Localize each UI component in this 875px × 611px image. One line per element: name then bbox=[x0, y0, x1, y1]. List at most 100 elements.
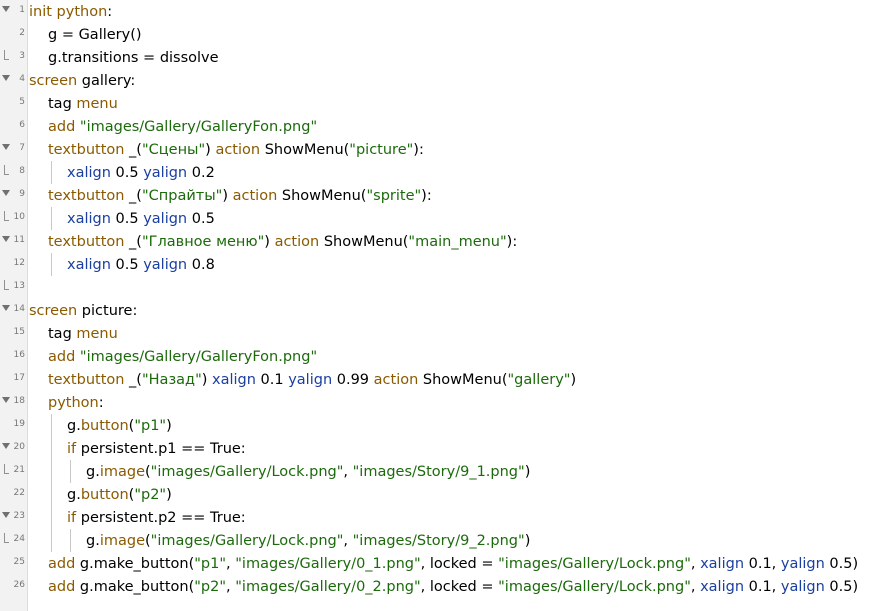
code-line[interactable]: 13 bbox=[0, 276, 875, 299]
code-text: g.button("p2") bbox=[67, 483, 172, 506]
code-token: : bbox=[98, 394, 104, 411]
code-token: "p2" bbox=[134, 486, 167, 503]
fold-triangle-icon[interactable] bbox=[2, 443, 10, 449]
gutter-cell: 21 bbox=[0, 460, 27, 483]
gutter-cell: 14 bbox=[0, 299, 27, 322]
code-token: ) bbox=[201, 371, 213, 388]
line-number: 20 bbox=[13, 442, 25, 452]
indent-guide bbox=[70, 460, 71, 483]
code-token: 0.5) bbox=[824, 555, 859, 572]
fold-triangle-icon[interactable] bbox=[2, 397, 10, 403]
fold-triangle-icon[interactable] bbox=[2, 512, 10, 518]
code-token: "p2" bbox=[194, 578, 227, 595]
fold-triangle-icon[interactable] bbox=[2, 144, 10, 150]
line-number: 9 bbox=[19, 189, 25, 199]
fold-triangle-icon[interactable] bbox=[2, 6, 10, 12]
fold-triangle-icon[interactable] bbox=[2, 236, 10, 242]
fold-triangle-icon[interactable] bbox=[2, 75, 10, 81]
code-token: action bbox=[215, 141, 261, 158]
code-token: menu bbox=[71, 325, 118, 342]
fold-end-icon bbox=[4, 280, 9, 290]
line-number: 17 bbox=[13, 373, 25, 383]
code-token: 0.1 bbox=[255, 371, 289, 388]
fold-triangle-icon[interactable] bbox=[2, 305, 10, 311]
code-text: if persistent.p1 == True: bbox=[67, 437, 246, 460]
code-line[interactable]: 20 if persistent.p1 == True: bbox=[0, 437, 875, 460]
code-token: "p1" bbox=[134, 417, 167, 434]
line-number: 10 bbox=[13, 212, 25, 222]
indent-guide bbox=[51, 437, 52, 460]
code-token: "images/Gallery/GalleryFon.png" bbox=[79, 118, 318, 135]
code-line[interactable]: 5 tag menu bbox=[0, 92, 875, 115]
code-token: "Сцены" bbox=[141, 141, 206, 158]
code-token: 0.99 bbox=[332, 371, 374, 388]
code-text: if persistent.p2 == True: bbox=[67, 506, 246, 529]
code-text: add "images/Gallery/GalleryFon.png" bbox=[48, 115, 317, 138]
code-token: "images/Gallery/Lock.png" bbox=[498, 555, 691, 572]
code-token: yalign bbox=[780, 578, 825, 595]
line-number: 1 bbox=[19, 5, 25, 15]
code-token: ) bbox=[205, 141, 216, 158]
code-token: image bbox=[99, 463, 145, 480]
code-token: 0.5 bbox=[110, 210, 144, 227]
line-number: 13 bbox=[13, 281, 25, 291]
code-token: "sprite" bbox=[366, 187, 422, 204]
code-token: textbutton bbox=[48, 187, 125, 204]
code-line[interactable]: 18 python: bbox=[0, 391, 875, 414]
line-number: 11 bbox=[13, 235, 25, 245]
gutter-cell: 16 bbox=[0, 345, 27, 368]
code-text: tag menu bbox=[48, 92, 118, 115]
gutter-cell: 13 bbox=[0, 276, 27, 299]
code-token: g = Gallery() bbox=[48, 26, 142, 43]
line-number: 5 bbox=[19, 97, 25, 107]
code-token: persistent.p1 == True: bbox=[76, 440, 246, 457]
code-token: "p1" bbox=[194, 555, 227, 572]
fold-triangle-icon[interactable] bbox=[2, 190, 10, 196]
code-token: g. bbox=[67, 486, 81, 503]
code-token: ) bbox=[570, 371, 577, 388]
code-token: g.make_button( bbox=[75, 578, 195, 595]
code-text: python: bbox=[48, 391, 104, 414]
code-token: add bbox=[48, 555, 76, 572]
line-number: 25 bbox=[13, 557, 25, 567]
gutter-cell: 7 bbox=[0, 138, 27, 161]
code-token: "Главное меню" bbox=[141, 233, 265, 250]
code-token: "images/Gallery/Lock.png" bbox=[150, 532, 344, 549]
line-number: 21 bbox=[13, 465, 25, 475]
line-number: 18 bbox=[13, 396, 25, 406]
line-number: 19 bbox=[13, 419, 25, 429]
code-token: g.transitions = dissolve bbox=[48, 49, 219, 66]
gutter-cell: 19 bbox=[0, 414, 27, 437]
indent-guide bbox=[51, 460, 52, 483]
code-token: screen bbox=[29, 72, 78, 89]
gutter-cell: 18 bbox=[0, 391, 27, 414]
code-token: textbutton bbox=[48, 371, 125, 388]
indent-guide bbox=[51, 253, 52, 276]
code-token: add bbox=[48, 348, 76, 365]
line-number: 24 bbox=[13, 534, 25, 544]
code-token: _( bbox=[124, 141, 142, 158]
